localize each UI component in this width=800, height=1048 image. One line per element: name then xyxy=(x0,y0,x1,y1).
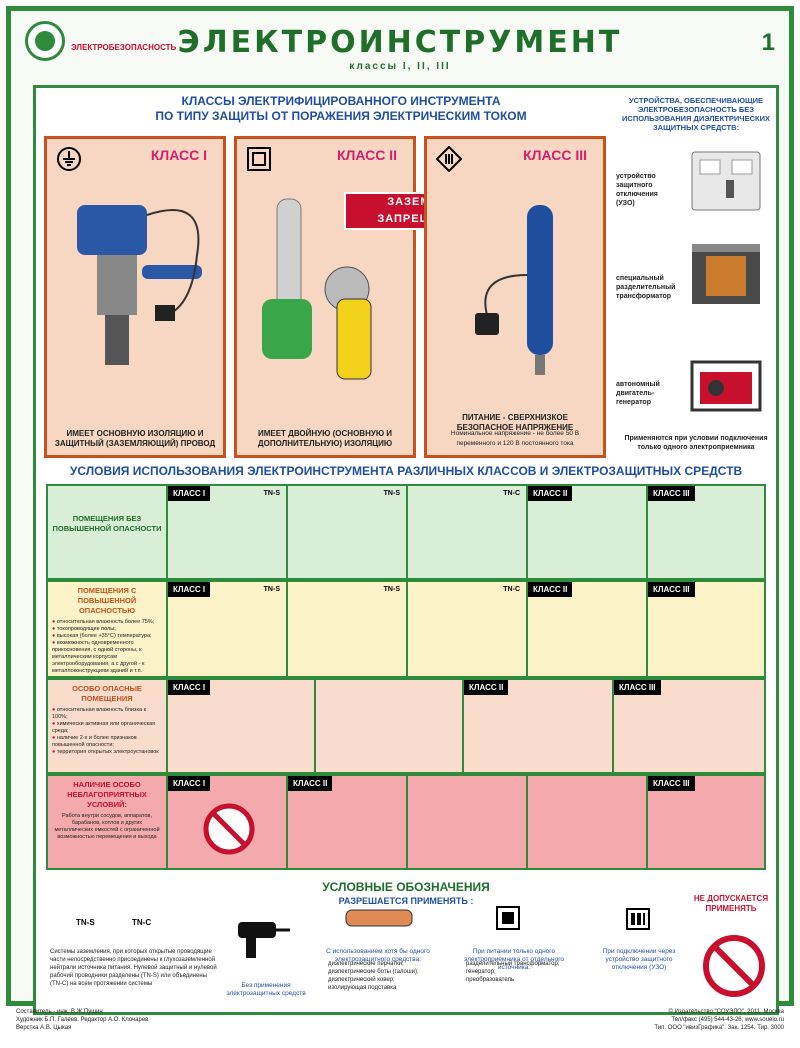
single-supply-caption: При питании только одного электроприемни… xyxy=(463,948,565,971)
legend-denied: НЕ ДОПУСКАЕТСЯ ПРИМЕНЯТЬ xyxy=(693,894,769,913)
uzo-symbol-icon xyxy=(626,908,650,930)
class3-panel: КЛАСС III ПИТАНИЕ - СВЕРХНИЗКОЕ БЕЗОПАСН… xyxy=(424,136,606,458)
condition-row-3: ОСОБО ОПАСНЫЕ ПОМЕЩЕНИЯ относительная вл… xyxy=(46,678,766,774)
row4-cell-2: КЛАСС II xyxy=(288,776,408,868)
page-subtitle: классы I, II, III xyxy=(349,61,451,72)
class1-title: КЛАСС I xyxy=(150,147,207,163)
supply-list: разделительный трансформатор; генератор;… xyxy=(466,961,560,983)
poster: ЭЛЕКТРОБЕЗОПАСНОСТЬ ЭЛЕКТРОИНСТРУМЕНТ кл… xyxy=(6,6,794,1015)
logo-text: ЭЛЕКТРОБЕЗОПАСНОСТЬ xyxy=(71,43,177,52)
row2-label: ПОМЕЩЕНИЯ С ПОВЫШЕННОЙ ОПАСНОСТЬЮ относи… xyxy=(48,582,168,676)
row3-cell-3: КЛАСС II xyxy=(464,680,614,772)
chainsaw-grinder-icon xyxy=(262,198,372,380)
row2-cell-5: КЛАСС III xyxy=(648,582,764,676)
with-protection-caption: С использованием хотя бы одного электроз… xyxy=(326,948,430,963)
row3-cell-2 xyxy=(316,680,464,772)
row1-cell-3: TN-C xyxy=(408,486,528,578)
row3-label: ОСОБО ОПАСНЫЕ ПОМЕЩЕНИЯ относительная вл… xyxy=(48,680,168,772)
row1-cell-4: КЛАСС II xyxy=(528,486,648,578)
row4-cell-5: КЛАСС III xyxy=(648,776,764,868)
low-voltage-icon xyxy=(435,145,463,173)
row3-cell-4: КЛАСС III xyxy=(614,680,764,772)
row4-label: НАЛИЧИЕ ОСОБО НЕБЛАГОПРИЯТНЫХ УСЛОВИЙ: Р… xyxy=(48,776,168,868)
uzo-caption: При подключении через устройство защитно… xyxy=(602,948,676,971)
tnc-symbol: TN-C xyxy=(132,918,152,927)
uzo-icon xyxy=(691,151,761,211)
glove-hand-icon xyxy=(345,909,413,927)
row3-conditions-list: относительная влажность близка к 100%; х… xyxy=(52,707,162,756)
no-protection-caption: Без применения электрозащитных средств xyxy=(226,982,306,997)
row4-cell-4 xyxy=(528,776,648,868)
class3-title: КЛАСС III xyxy=(523,147,587,163)
classes-heading: КЛАССЫ ЭЛЕКТРИФИЦИРОВАННОГО ИНСТРУМЕНТА … xyxy=(155,94,527,123)
row3-cell-1: КЛАСС I xyxy=(168,680,316,772)
legend-prohibited-icon xyxy=(703,935,765,997)
row2-conditions-list: относительная влажность более 75%; токоп… xyxy=(52,619,162,675)
row1-cell-2: TN-S xyxy=(288,486,408,578)
legend-title: УСЛОВНЫЕ ОБОЗНАЧЕНИЯ xyxy=(322,880,490,894)
class3-desc: ПИТАНИЕ - СВЕРХНИЗКОЕ БЕЗОПАСНОЕ НАПРЯЖЕ… xyxy=(456,413,574,432)
devices-heading: УСТРОЙСТВА, ОБЕСПЕЧИВАЮЩИЕ ЭЛЕКТРОБЕЗОПА… xyxy=(622,96,770,132)
low-voltage-tool-icon xyxy=(475,205,553,375)
row2-cell-2: TN-S xyxy=(288,582,408,676)
row1-label: ПОМЕЩЕНИЯ БЕЗ ПОВЫШЕННОЙ ОПАСНОСТИ xyxy=(48,486,168,578)
double-insulation-icon xyxy=(245,145,273,173)
class2-panel: КЛАСС II ИМЕЕТ ДВОЙНУЮ (ОСНОВНУЮ И ДОПОЛ… xyxy=(234,136,416,458)
tns-symbol: TN-S xyxy=(76,918,95,927)
footer-credits-right: © Издательство "СОУЭЛО", 2011. Москва Те… xyxy=(654,1009,784,1031)
transformer-symbol-icon xyxy=(496,906,520,930)
row2-cell-3: TN-C xyxy=(408,582,528,676)
content-frame: КЛАССЫ ЭЛЕКТРИФИЦИРОВАННОГО ИНСТРУМЕНТА … xyxy=(33,85,779,1015)
prohibited-icon xyxy=(203,803,255,855)
condition-row-1: ПОМЕЩЕНИЯ БЕЗ ПОВЫШЕННОЙ ОПАСНОСТИ КЛАСС… xyxy=(46,484,766,580)
conditions-heading: УСЛОВИЯ ИСПОЛЬЗОВАНИЯ ЭЛЕКТРОИНСТРУМЕНТА… xyxy=(69,464,743,478)
condition-row-4: НАЛИЧИЕ ОСОБО НЕБЛАГОПРИЯТНЫХ УСЛОВИЙ: Р… xyxy=(46,774,766,870)
transformer-label: специальный разделительный трансформатор xyxy=(616,275,676,300)
generator-icon xyxy=(690,360,762,412)
row4-cell-1: КЛАСС I xyxy=(168,776,288,868)
class2-title: КЛАСС II xyxy=(336,147,397,163)
condition-row-2: ПОМЕЩЕНИЯ С ПОВЫШЕННОЙ ОПАСНОСТЬЮ относи… xyxy=(46,580,766,678)
transformer-icon xyxy=(692,244,760,304)
devices-note: Применяются при условии подключения толь… xyxy=(624,435,768,451)
row2-cell-4: КЛАСС II xyxy=(528,582,648,676)
legend-allowed: РАЗРЕШАЕТСЯ ПРИМЕНЯТЬ : xyxy=(338,896,474,906)
class1-desc: ИМЕЕТ ОСНОВНУЮ ИЗОЛЯЦИЮ И ЗАЩИТНЫЙ (ЗАЗЕ… xyxy=(54,429,216,448)
drill-icon xyxy=(77,205,202,365)
class2-desc: ИМЕЕТ ДВОЙНУЮ (ОСНОВНУЮ И ДОПОЛНИТЕЛЬНУЮ… xyxy=(257,429,393,448)
page-title: ЭЛЕКТРОИНСТРУМЕНТ xyxy=(177,25,623,60)
protection-list: диэлектрические перчатки; диэлектрически… xyxy=(328,961,419,991)
row4-cell-3 xyxy=(408,776,528,868)
sheet-number: 1 xyxy=(761,29,775,56)
generator-label: автономный двигатель-генератор xyxy=(616,381,660,406)
legend-tool-icon xyxy=(238,922,290,958)
logo xyxy=(25,21,65,61)
grounding-text: Системы заземления, при которых открытые… xyxy=(50,949,217,987)
class1-panel: КЛАСС I ИМЕЕТ ОСНОВНУЮ ИЗОЛЯЦИЮ И ЗАЩИТН… xyxy=(44,136,226,458)
footer-credits-left: Составитель - инж. В.Ж.Пушин Художник Б.… xyxy=(16,1009,149,1031)
row1-cell-5: КЛАСС III xyxy=(648,486,764,578)
class3-note: Номинальное напряжение - не более 50 В п… xyxy=(450,430,580,447)
ground-icon xyxy=(55,145,83,173)
uzo-label: устройство защитного отключения (УЗО) xyxy=(616,173,658,207)
